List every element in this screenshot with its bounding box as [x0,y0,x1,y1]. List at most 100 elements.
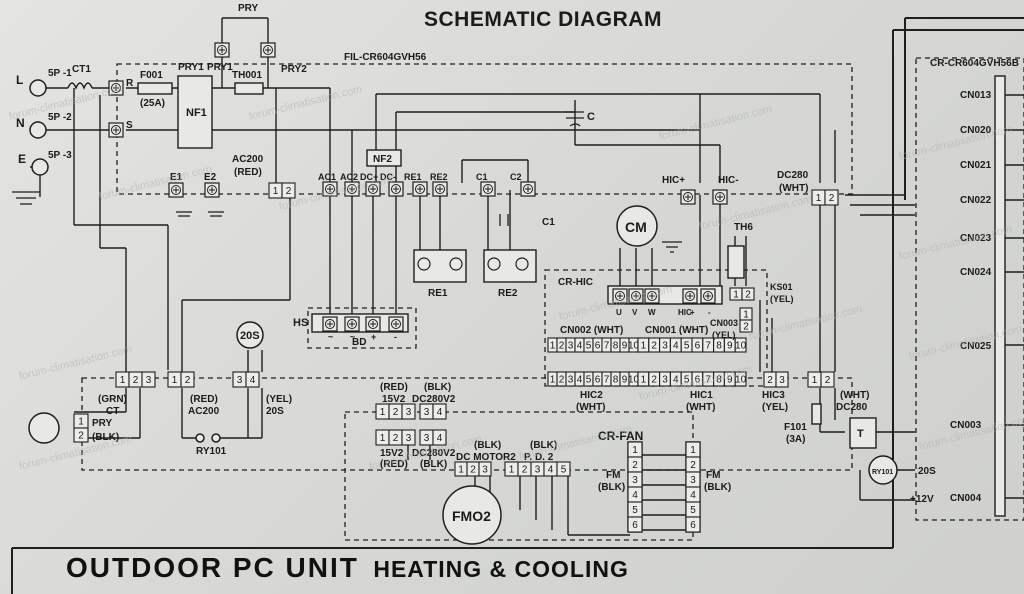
relay-20s [236,321,264,349]
e2-label: E2 [204,172,217,183]
coil-pin [487,257,501,271]
pin-number: 6 [695,375,701,386]
footer-main: OUTDOOR PC UNIT [66,552,359,583]
hic-minus-label: HIC- [718,175,739,186]
cn003-pin1: 1 [739,307,753,321]
pin-number: 10 [628,375,640,386]
pin-number: 5 [690,505,696,516]
pin-12v-label: +12V [910,494,934,505]
pin-number: 9 [622,341,628,352]
th001-resistor [234,82,264,95]
bd-pin-label: ~ [328,332,333,342]
pin-number: 3 [662,341,668,352]
pin-number: 10 [735,375,747,386]
pin-number: 4 [577,375,583,386]
pry-connector: 12 [73,413,89,443]
pin-number: 7 [705,375,711,386]
pry-top-label: PRY [238,3,259,14]
pin-number: 4 [437,433,443,444]
pin-number: 1 [550,341,556,352]
screw-terminal [480,181,496,197]
hic-pin-label: W [648,308,656,317]
watermark-text: forum-climatisation.com [98,163,214,203]
pin-number: 4 [577,341,583,352]
block-term-label: C1 [476,172,488,182]
pin-number: 8 [716,375,722,386]
ct1-label: CT1 [72,64,91,75]
ry101-right [868,455,898,485]
pin-number: 1 [458,465,464,476]
fm-left-label: FM [606,470,620,481]
hic2-label: HIC2 [580,390,603,401]
screw-terminal [680,189,696,205]
pin-number: 1 [78,417,84,428]
screw-terminal [322,181,338,197]
pin-number: 1 [641,375,647,386]
conn-dc280v2-bot-color: (BLK) [420,459,447,470]
nf1-label: NF1 [186,107,207,119]
fm-right-color: (BLK) [704,482,731,493]
block-term-label: AC2 [340,172,358,182]
pin-number: 1 [380,433,386,444]
conn-dc280v2-bot-label: DC280V2 [412,448,456,459]
cn-right-label: CN023 [960,233,992,244]
pin-number: 3 [632,475,638,486]
conn-dc280v2-top-color: (BLK) [424,382,451,393]
t-transformer [849,417,877,449]
f101-label: F101 [784,422,807,433]
pin-number: 3 [568,341,574,352]
pin-number: 2 [829,193,835,204]
pin-number: 9 [727,341,733,352]
hic3-label: HIC3 [762,390,785,401]
coil-pin [515,257,529,271]
ct-label: CT [106,406,119,417]
pin-number: 1 [690,445,696,456]
f001-rating: (25A) [140,98,165,109]
pin-group: 1231212341234567891011123456789101112345… [73,182,839,533]
cn001-label: CN001 (WHT) [645,325,708,336]
pin-number: 6 [595,341,601,352]
screw-terminal [432,181,448,197]
block-term-label: C2 [510,172,522,182]
pin-number: 4 [250,375,256,386]
pin-number: 3 [482,465,488,476]
pin-number: 2 [745,290,751,301]
relay-20s-label: 20S [240,330,260,342]
module-terminal [628,288,644,304]
pin-number: 3 [424,433,430,444]
f001-label: F001 [140,70,163,81]
conn-15v2-top-color: (RED) [380,382,408,393]
watermark-text: forum-climatisation.com [248,83,364,123]
pin-number: 4 [690,490,696,501]
fmo2-label: FMO2 [452,508,491,524]
module-terminal [388,316,404,332]
cm-motor [616,205,658,247]
pin-number: 3 [779,375,785,386]
screw-terminal [344,181,360,197]
pin-number: 8 [613,341,619,352]
pin-20s-label: 20S [918,466,936,477]
hic-pin-label: U [616,308,622,317]
conn-15v2-bot-color: (RED) [380,459,408,470]
hic-pin-label: V [632,308,638,317]
right-edge-connector-strip [994,75,1006,517]
pin-number: 8 [716,341,722,352]
pry-left-label: PRY [92,418,113,429]
hic2-color: (WHT) [576,402,605,413]
pin-number: 1 [632,445,638,456]
conn-15v2-bot-label: 15V2 [380,448,404,459]
block-term-label: AC1 [318,172,336,182]
terminal-E [31,158,49,176]
fm-left-color: (BLK) [598,482,625,493]
motor2-color: (BLK) [474,440,501,451]
pin-number: 3 [535,465,541,476]
pin-number: 2 [690,460,696,471]
pin-number: 2 [632,460,638,471]
pin-number: 2 [825,375,831,386]
pin-number: 1 [509,465,515,476]
pin-number: 5 [586,341,592,352]
